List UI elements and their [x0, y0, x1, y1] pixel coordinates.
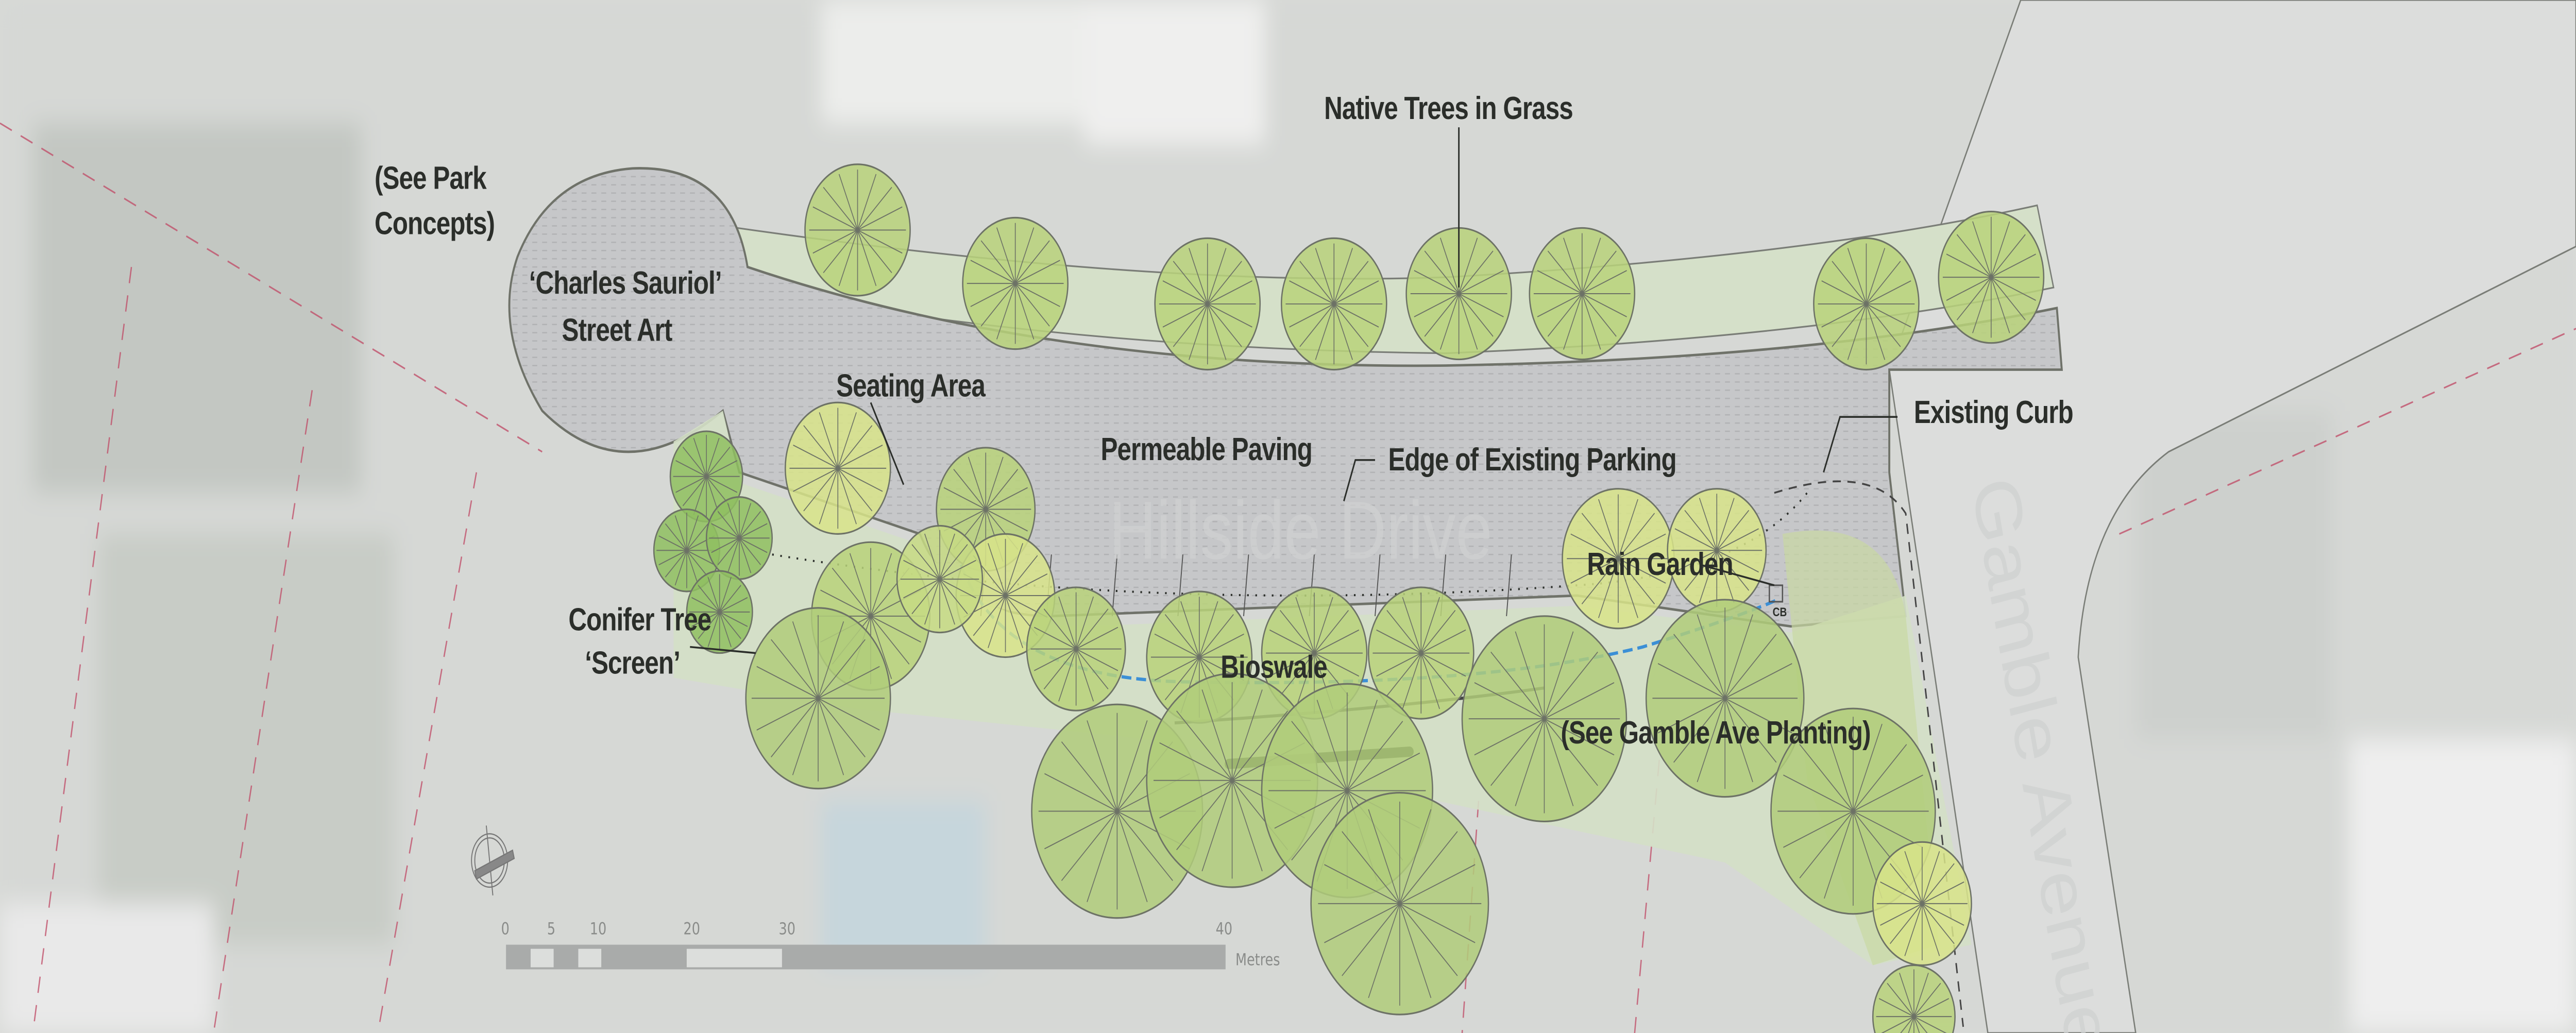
- tree-icon: [1938, 210, 2045, 344]
- tree-icon: [1813, 237, 1920, 371]
- label-permeable-paving: Permeable Paving: [1100, 431, 1312, 467]
- tree-icon: [896, 524, 984, 634]
- parking-stripe: [1375, 554, 1381, 616]
- trees: [653, 163, 2045, 1033]
- north-arrow-icon: [471, 825, 515, 896]
- label-see-park-concepts-2: Concepts): [375, 205, 495, 241]
- scale-tick-label: 10: [590, 919, 606, 939]
- tree-icon: [1667, 488, 1767, 613]
- tree-icon: [784, 401, 891, 535]
- tree-icon: [1405, 227, 1512, 361]
- tree-icon: [1872, 964, 1956, 1033]
- tree-icon: [705, 496, 773, 580]
- parking-stripe: [1243, 554, 1249, 616]
- tree-icon: [1280, 237, 1387, 371]
- catch-basin: CB: [1769, 584, 1787, 619]
- label-existing-curb: Existing Curb: [1914, 394, 2073, 430]
- label-see-gamble-planting: (See Gamble Ave Planting): [1561, 715, 1870, 751]
- gamble-avenue-road: [1888, 0, 2576, 1033]
- tree-icon: [804, 163, 911, 297]
- label-bioswale: Bioswale: [1221, 649, 1327, 685]
- street-name-hillside: Hillside Drive: [1109, 484, 1492, 577]
- label-conifer-1: Conifer Tree: [568, 601, 711, 637]
- scale-tick-label: 5: [547, 919, 555, 939]
- tree-icon: [962, 216, 1069, 350]
- scale-tick-label: 40: [1216, 919, 1232, 939]
- tree-icon: [1645, 599, 1805, 798]
- tree-icon: [1367, 586, 1475, 720]
- tree-icon: [1529, 227, 1636, 361]
- label-conifer-2: ‘Screen’: [585, 645, 680, 681]
- leader-lines: [690, 127, 1898, 654]
- parking-stripe: [1506, 554, 1512, 616]
- catch-basin-label: CB: [1773, 605, 1787, 619]
- scale-bar: 0 5 10 20 30 40 Metres: [501, 919, 1280, 970]
- scale-tick-label: 20: [684, 919, 700, 939]
- tree-icon: [1872, 841, 1972, 967]
- scale-tick-label: 30: [778, 919, 795, 939]
- label-native-trees: Native Trees in Grass: [1324, 90, 1573, 126]
- tree-icon: [686, 570, 753, 654]
- scale-tick-label: 0: [501, 919, 510, 939]
- tree-icon: [1461, 615, 1628, 823]
- tree-icon: [653, 508, 720, 592]
- label-street-art-2: Street Art: [562, 312, 672, 348]
- label-seating-area: Seating Area: [836, 367, 986, 403]
- tree-icon: [1154, 237, 1261, 371]
- tree-icon: [745, 607, 891, 790]
- scale-unit: Metres: [1235, 950, 1280, 970]
- label-edge-of-existing-parking: Edge of Existing Parking: [1388, 441, 1676, 477]
- tree-icon: [1026, 586, 1126, 712]
- tree-icon: [1310, 792, 1489, 1015]
- label-street-art-1: ‘Charles Sauriol’: [529, 265, 722, 301]
- parking-stripe: [1111, 554, 1118, 616]
- tree-icon: [1562, 488, 1675, 630]
- label-rain-garden: Rain Garden: [1587, 546, 1733, 582]
- label-see-park-concepts-1: (See Park: [375, 160, 487, 196]
